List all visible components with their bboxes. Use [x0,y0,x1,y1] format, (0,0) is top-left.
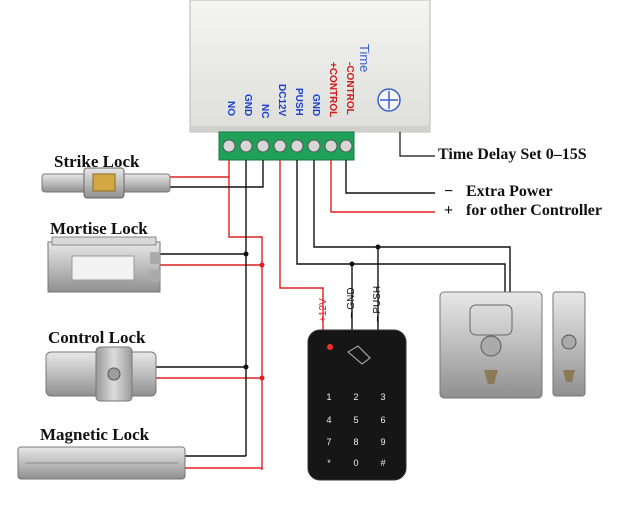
wire-push-to-button [313,160,511,292]
control-lock-label: Control Lock [48,328,146,347]
wire-label-gnd: – GND [346,287,357,318]
keypad-key[interactable]: 8 [353,437,359,447]
keypad-key[interactable]: 3 [380,392,386,402]
terminal-label-gnd: GND [242,94,253,117]
terminal-label-plus-control: +CONTROL [327,62,338,118]
time-delay-leader [399,132,435,157]
exit-button-slim [552,291,586,397]
terminal-label-nc: NC [259,104,270,119]
mortise-lock-image [47,236,161,293]
wire-label-push: – PUSH [372,285,383,322]
time-delay-label: Time Delay Set 0–15S [438,146,587,163]
keypad-key[interactable]: 2 [353,392,359,402]
wire-gnd-to-button [296,160,353,330]
keypad-key[interactable]: # [380,458,386,468]
control-lock-image [45,346,157,402]
wire-control-plus [330,160,435,213]
wire-label-12v: +12V [318,298,329,322]
terminal-label-push: PUSH [293,88,304,116]
mortise-lock-label: Mortise Lock [50,219,148,238]
keypad-key[interactable]: 9 [380,437,386,447]
strike-lock-image [41,167,171,199]
terminal-label-minus-control: -CONTROL [344,62,355,115]
keypad-key[interactable]: 6 [380,415,386,425]
keypad-key[interactable]: 5 [353,415,359,425]
minus-sign: − [444,183,454,200]
terminal-label-dc12v: DC12V [276,84,287,117]
wire-junctions [243,244,381,381]
keypad-key[interactable]: 4 [326,415,332,425]
terminal-screws [222,139,353,153]
terminal-label-no: NO [225,101,236,116]
keypad-key[interactable]: 7 [326,437,332,447]
other-controller-label: for other Controller [466,202,602,219]
magnetic-lock-image [17,446,186,480]
keypad-key[interactable]: * [327,458,331,468]
time-label: Time [357,44,372,73]
controller-box [189,0,431,133]
wire-gnd-to-button2 [352,263,506,292]
keypad-key[interactable]: 1 [326,392,332,402]
wiring [155,160,511,470]
wire-nc-to-strike [166,160,264,188]
terminal-label-gnd-2: GND [310,94,321,117]
keypad-key[interactable]: 0 [353,458,359,468]
wire-control-minus [345,160,435,194]
exit-button-large [439,291,543,399]
keypad-image [307,329,407,481]
time-knob-icon [377,88,401,112]
magnetic-lock-label: Magnetic Lock [40,425,150,444]
extra-power-label: Extra Power [466,183,553,200]
terminal-block [218,131,355,161]
strike-lock-label: Strike Lock [54,152,140,171]
wire-dc12v [279,160,324,330]
plus-sign: + [444,202,454,219]
